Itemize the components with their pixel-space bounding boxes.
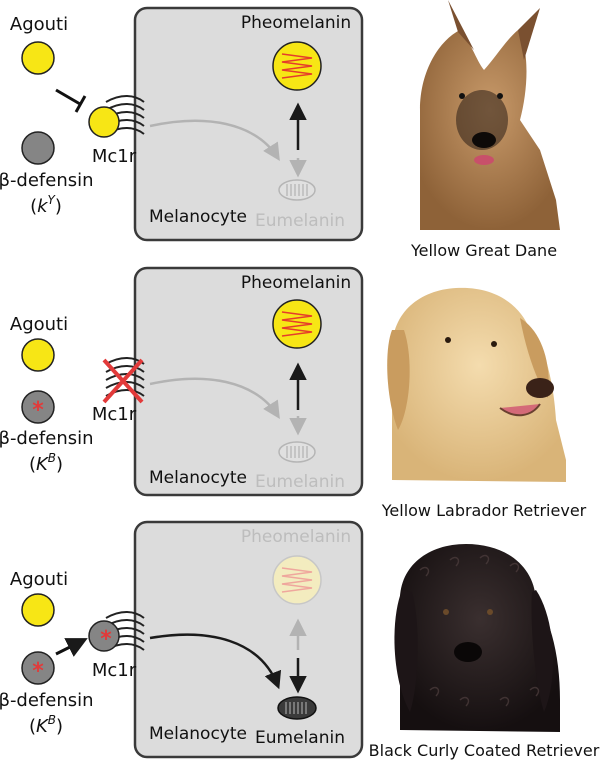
signal-arrow (149, 377, 280, 419)
agouti-label: Agouti (10, 569, 68, 590)
melanocyte-label: Melanocyte (149, 207, 247, 227)
mutation-asterisk: * (32, 398, 44, 423)
inhibition-bar (74, 95, 87, 113)
pheomelanin-granule-icon (272, 41, 322, 91)
blocked-cross-icon (102, 358, 144, 404)
signal-arrow (149, 633, 282, 690)
agouti-label: Agouti (10, 314, 68, 335)
mc1r-label: Mc1r (92, 404, 137, 425)
pheomelanin-granule-icon (272, 555, 322, 605)
beta-defensin-protein-icon (21, 390, 55, 424)
curly-coated-retriever-photo (394, 544, 560, 732)
pheomelanin-label: Pheomelanin (241, 527, 351, 547)
mutation-asterisk: * (100, 627, 112, 652)
beta-defensin-label: β-defensin (0, 428, 94, 449)
agouti-label: Agouti (10, 14, 68, 35)
melanocyte-label: Melanocyte (149, 468, 247, 488)
eumelanin-granule-icon (278, 179, 316, 201)
mc1r-label: Mc1r (92, 146, 137, 167)
melanocyte-label: Melanocyte (149, 724, 247, 744)
beta-defensin-label: β-defensin (0, 690, 94, 711)
mc1r-receptor-icon (105, 611, 145, 651)
allele-label: (KB) (29, 451, 63, 475)
pheomelanin-label: Pheomelanin (241, 13, 351, 33)
allele-label: (KB) (29, 713, 63, 737)
panel-1: Agouti β-defensin (kY) Mc1r Pheomelanin … (0, 0, 560, 260)
labrador-photo (387, 287, 566, 482)
mc1r-receptor-icon (105, 95, 145, 135)
eumelanin-granule-icon (278, 441, 316, 463)
eumelanin-label: Eumelanin (255, 728, 345, 748)
pheomelanin-zigzag (281, 311, 313, 337)
dog-label: Yellow Labrador Retriever (381, 501, 587, 520)
eumelanin-granule-icon (277, 696, 317, 720)
pheomelanin-label: Pheomelanin (241, 273, 351, 293)
melanocyte-cell (133, 520, 364, 759)
beta-defensin-protein-icon (21, 131, 55, 165)
panel-2: Agouti * β-defensin (KB) Mc1r Pheomelani… (0, 266, 587, 520)
dog-label: Black Curly Coated Retriever (369, 741, 600, 760)
agouti-protein-icon (21, 41, 55, 75)
panel-3: Agouti * β-defensin (KB) * Mc1r Pheomela… (0, 520, 600, 760)
mc1r-receptor-icon (105, 357, 145, 397)
inhibition-line (55, 88, 81, 106)
binding-arrow (55, 638, 88, 657)
pheomelanin-zigzag (281, 567, 313, 593)
beta-defensin-label: β-defensin (0, 170, 94, 191)
pheomelanin-granule-icon (272, 299, 322, 349)
agouti-protein-icon (21, 338, 55, 372)
eumelanin-label: Eumelanin (255, 472, 345, 492)
pheomelanin-zigzag (281, 53, 313, 79)
great-dane-photo (420, 0, 560, 230)
dog-label: Yellow Great Dane (410, 241, 557, 260)
mutation-asterisk: * (32, 659, 44, 684)
bound-beta-defensin-icon (88, 620, 120, 652)
melanocyte-cell (133, 6, 364, 242)
allele-label: (kY) (30, 193, 62, 217)
signal-arrow (149, 119, 280, 161)
bound-agouti-icon (88, 106, 120, 138)
beta-defensin-protein-icon (21, 651, 55, 685)
agouti-protein-icon (21, 593, 55, 627)
eumelanin-label: Eumelanin (255, 211, 345, 231)
mc1r-label: Mc1r (92, 660, 137, 681)
